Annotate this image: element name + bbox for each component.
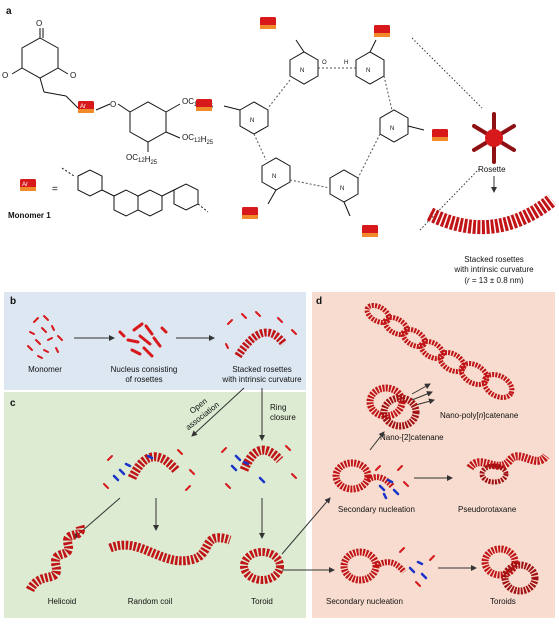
- radius-label: (r = 13 ± 0.8 nm): [464, 276, 524, 285]
- atom-o-ether: O: [110, 100, 116, 109]
- panel-d-letter: d: [316, 296, 322, 307]
- chain-2: OC12H25: [182, 133, 214, 146]
- nucleus-label-2: of rosettes: [125, 375, 162, 384]
- sec-nuc-1-blue-monomers: [378, 478, 400, 500]
- rosette-core: [485, 129, 503, 147]
- panel-a: a O O O O Ar OC12H25 OC12H25 OC12H25: [2, 6, 557, 285]
- catenane-ring-2: [380, 394, 420, 430]
- toroids-ring-1: [481, 545, 519, 579]
- stacked-b-label-2: with intrinsic curvature: [221, 375, 302, 384]
- ring-closure-red-monomers: [221, 445, 297, 489]
- stacked-rosettes-arc: [426, 194, 557, 235]
- ar-label-monomer: Ar: [80, 104, 86, 110]
- panel-d: d Nano-poly[n]catenane Nano-[2]catenane: [312, 292, 555, 618]
- random-coil-shape: [108, 533, 232, 566]
- atom-o-right: O: [70, 71, 76, 80]
- aryl-structure: [61, 167, 209, 217]
- monomer-label: Monomer 1: [8, 211, 51, 220]
- sec-nuc-2-growth: [374, 559, 407, 574]
- arrow-open-association: [191, 387, 245, 437]
- open-assoc-red-monomers: [103, 449, 195, 491]
- sec-nuc-1-red-monomers: [375, 465, 409, 487]
- stacked-label-2: with intrinsic curvature: [453, 265, 534, 274]
- panel-c-background: [4, 392, 306, 618]
- svg-text:O: O: [322, 60, 327, 66]
- panel-c-letter: c: [10, 398, 16, 409]
- secondary-nucleation-1-label: Secondary nucleation: [338, 505, 415, 514]
- helicoid-shape: [25, 524, 85, 593]
- monomer-structure: [11, 28, 181, 152]
- sec-nuc-2-blue-monomers: [408, 560, 428, 580]
- secondary-nucleation-2-label: Secondary nucleation: [326, 597, 403, 606]
- pseudorotaxane-ring: [479, 463, 509, 485]
- arrow-toroid-to-sec-nuc-1: [281, 497, 331, 555]
- pseudorotaxane-label: Pseudorotaxane: [458, 505, 517, 514]
- stacked-b-label-1: Stacked rosettes: [232, 365, 292, 374]
- ring-closure-blue-monomers: [230, 454, 266, 484]
- nucleus-label-1: Nucleus consisting: [111, 365, 178, 374]
- monomer-cloud: [27, 315, 63, 359]
- ring-closure-stack: [239, 445, 284, 472]
- panel-b: b Monomer Nucleus consisting of rosettes: [4, 292, 306, 390]
- pseudorotaxane-shape: [466, 452, 550, 471]
- svg-text:N: N: [340, 186, 344, 192]
- svg-text:N: N: [272, 174, 276, 180]
- toroids-label: Toroids: [490, 597, 516, 606]
- toroid-shape: [240, 548, 284, 584]
- atom-o-top: O: [36, 19, 42, 28]
- panel-a-letter: a: [6, 6, 12, 17]
- svg-text:N: N: [390, 126, 394, 132]
- poly-catenane-label: Nano-poly[n]catenane: [440, 411, 519, 420]
- zoom-line-top: [411, 37, 483, 109]
- sec-nuc-2-red-monomers: [399, 547, 435, 587]
- hbond-atom-labels: O H N N N N N N: [250, 60, 394, 192]
- panel-b-letter: b: [10, 296, 16, 307]
- b-free-monomers: [225, 311, 297, 349]
- short-stack-arc: [234, 328, 288, 359]
- svg-text:N: N: [300, 68, 304, 74]
- chain-3: OC12H25: [126, 153, 158, 166]
- svg-text:H: H: [344, 60, 348, 66]
- open-assoc-blue-monomers: [112, 454, 154, 482]
- atom-o-left: O: [2, 71, 8, 80]
- stacked-label-1: Stacked rosettes: [464, 255, 524, 264]
- ring-label-1: Ring: [270, 403, 286, 412]
- svg-text:N: N: [366, 68, 370, 74]
- nucleus-cluster: [118, 322, 168, 358]
- toroids-ring-2: [501, 561, 539, 595]
- ar-label-definition: Ar: [22, 182, 28, 188]
- arrow-to-catenane: [369, 431, 385, 451]
- sec-nuc-1-toroid: [332, 459, 372, 493]
- nano-2-catenane-label: Nano-[2]catenane: [380, 433, 444, 442]
- ring-label-2: closure: [270, 413, 296, 422]
- poly-catenane-chain: [364, 302, 515, 400]
- random-coil-label: Random coil: [128, 597, 173, 606]
- rosette-label: Rosette: [478, 165, 506, 174]
- svg-text:N: N: [250, 118, 254, 124]
- toroid-label: Toroid: [251, 597, 273, 606]
- helicoid-label: Helicoid: [48, 597, 76, 606]
- hbonded-rosette: [223, 39, 425, 217]
- monomer-b-label: Monomer: [28, 365, 62, 374]
- equals-sign: =: [52, 184, 58, 195]
- panel-c: c Open association Ring closure Helicoid…: [4, 387, 306, 618]
